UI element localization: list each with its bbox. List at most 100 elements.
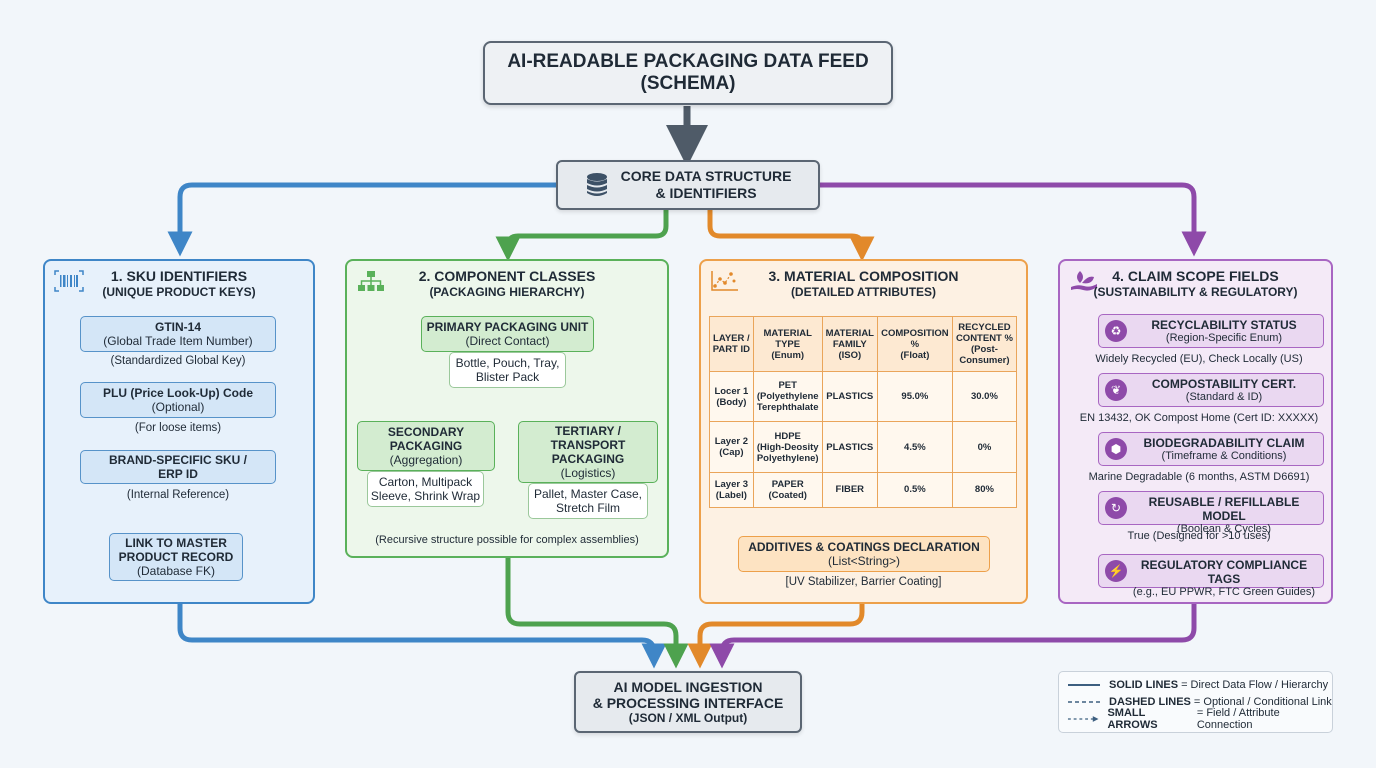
tertiary-examples-line2: Stretch Film xyxy=(555,501,620,515)
ingestion-line3: (JSON / XML Output) xyxy=(628,711,748,725)
plu-desc: (Optional) xyxy=(151,400,205,414)
dashed-line-swatch xyxy=(1068,701,1100,703)
legend-dashed: DASHED LINES= Optional / Conditional Lin… xyxy=(1067,695,1332,709)
row3-recycled: 80% xyxy=(951,471,1018,509)
tertiary-title-line2: TRANSPORT xyxy=(550,438,626,452)
brand-title-line1: BRAND-SPECIFIC SKU / xyxy=(108,453,247,467)
master-record-node: LINK TO MASTER PRODUCT RECORD (Database … xyxy=(109,533,243,581)
tertiary-title-line1: TERTIARY / xyxy=(554,424,621,438)
legend-dashed-text: = Optional / Conditional Link xyxy=(1193,696,1332,708)
brand-sku-node: BRAND-SPECIFIC SKU / ERP ID xyxy=(80,450,276,484)
legend-dashed-key: DASHED LINES xyxy=(1109,696,1191,708)
row2-layer: Layer 2(Cap) xyxy=(709,421,754,473)
core-to-components-line xyxy=(495,210,669,262)
claims-to-ingest-line xyxy=(709,604,1197,669)
table-row: Layer 3(Label) PAPER(Coated) FIBER 0.5% … xyxy=(709,471,1018,509)
header-composition: COMPOSITION%(Float) xyxy=(876,316,953,372)
compostability-node: ❦ COMPOSTABILITY CERT.(Standard & ID) xyxy=(1098,373,1324,407)
material-to-ingest-line xyxy=(687,604,865,669)
ai-ingestion-node: AI MODEL INGESTION & PROCESSING INTERFAC… xyxy=(574,671,802,733)
row2-family: PLASTICS xyxy=(821,421,878,473)
material-panel-subtitle: (DETAILED ATTRIBUTES) xyxy=(790,285,937,299)
secondary-desc: (Aggregation) xyxy=(389,453,463,467)
tertiary-examples: Pallet, Master Case, Stretch Film xyxy=(528,483,648,519)
core-to-sku-line xyxy=(167,182,556,257)
scatter-chart-icon xyxy=(711,271,738,291)
lightning-icon: ⚡ xyxy=(1105,560,1127,582)
barcode-icon xyxy=(54,270,84,292)
core-to-material-line xyxy=(707,210,875,262)
database-icon xyxy=(586,173,607,196)
additives-node: ADDITIVES & COATINGS DECLARATION (List<S… xyxy=(738,536,990,572)
recyclability-title: RECYCLABILITY STATUS xyxy=(1151,318,1297,332)
compostability-value: EN 13432, OK Compost Home (Cert ID: XXXX… xyxy=(1079,412,1319,424)
row1-family: PLASTICS xyxy=(821,370,878,423)
tertiary-examples-line1: Pallet, Master Case, xyxy=(533,487,643,501)
leaf-icon: ❦ xyxy=(1105,379,1127,401)
core-to-claims-line xyxy=(820,182,1207,257)
biodegradability-value: Marine Degradable (6 months, ASTM D6691) xyxy=(1088,471,1310,483)
row1-recycled: 30.0% xyxy=(951,370,1018,423)
claims-panel-subtitle: (SUSTAINABILITY & REGULATORY) xyxy=(1093,285,1298,299)
tertiary-desc: (Logistics) xyxy=(560,466,616,480)
legend-arrow-text: = Field / Attribute Connection xyxy=(1196,707,1280,731)
diagram-title-line1: AI-READABLE PACKAGING DATA FEED xyxy=(507,51,869,72)
sku-to-ingest-line xyxy=(177,604,667,669)
primary-packaging-node: PRIMARY PACKAGING UNIT (Direct Contact) xyxy=(421,316,594,352)
solid-line-swatch xyxy=(1068,684,1100,686)
reusable-title: REUSABLE / REFILLABLE MODEL xyxy=(1148,495,1300,523)
claims-panel-title: 4. CLAIM SCOPE FIELDS xyxy=(1112,268,1279,284)
secondary-title-line2: PACKAGING xyxy=(389,439,463,453)
primary-examples-line2: Blister Pack xyxy=(475,370,540,384)
plu-title: PLU (Price Look-Up) Code xyxy=(102,386,253,400)
regulatory-desc: (e.g., EU PPWR, FTC Green Guides) xyxy=(1132,586,1316,598)
cube-icon: ⬢ xyxy=(1105,438,1127,460)
primary-examples: Bottle, Pouch, Tray, Blister Pack xyxy=(449,352,566,388)
diagram-title-line2: (SCHEMA) xyxy=(640,73,736,94)
row3-composition: 0.5% xyxy=(876,471,953,509)
leaf-hand-icon xyxy=(1071,271,1097,291)
biodegradability-desc: (Timeframe & Conditions) xyxy=(1161,450,1287,462)
refresh-icon: ↻ xyxy=(1105,497,1127,519)
row2-recycled: 0% xyxy=(951,421,1018,473)
reusable-node: ↻ REUSABLE / REFILLABLE MODEL(Boolean & … xyxy=(1098,491,1324,535)
secondary-title-line1: SECONDARY xyxy=(387,425,465,439)
regulatory-title: REGULATORY COMPLIANCE TAGS xyxy=(1140,558,1308,586)
plu-code-node: PLU (Price Look-Up) Code (Optional) xyxy=(80,382,276,418)
gtin-title: GTIN-14 xyxy=(154,320,201,334)
secondary-examples: Carton, Multipack Sleeve, Shrink Wrap xyxy=(367,471,484,507)
regulatory-node: ⚡ REGULATORY COMPLIANCE TAGS(e.g., EU PP… xyxy=(1098,554,1324,598)
row1-composition: 95.0% xyxy=(876,370,953,423)
material-panel-title: 3. MATERIAL COMPOSITION xyxy=(768,268,959,284)
additives-title: ADDITIVES & COATINGS DECLARATION xyxy=(748,540,980,554)
row1-layer: Locer 1(Body) xyxy=(709,370,754,423)
components-to-ingest-line xyxy=(505,558,689,669)
secondary-packaging-node: SECONDARY PACKAGING (Aggregation) xyxy=(357,421,495,471)
components-panel-subtitle: (PACKAGING HIERARCHY) xyxy=(429,285,585,299)
gtin-note: (Standardized Global Key) xyxy=(110,355,246,367)
core-data-structure-node: CORE DATA STRUCTURE & IDENTIFIERS xyxy=(556,160,820,210)
sku-panel-title: 1. SKU IDENTIFIERS xyxy=(110,268,248,284)
master-desc: (Database FK) xyxy=(136,564,216,578)
diagram-title: AI-READABLE PACKAGING DATA FEED (SCHEMA) xyxy=(483,41,893,105)
header-layer: LAYER /PART ID xyxy=(709,316,754,372)
additives-desc: (List<String>) xyxy=(827,554,901,568)
brand-note: (Internal Reference) xyxy=(126,489,230,501)
biodegradability-node: ⬢ BIODEGRADABILITY CLAIM(Timeframe & Con… xyxy=(1098,432,1324,466)
recyclability-node: ♻ RECYCLABILITY STATUS(Region-Specific E… xyxy=(1098,314,1324,348)
legend-arrow-key: SMALL ARROWS xyxy=(1107,707,1158,731)
gtin-14-node: GTIN-14 (Global Trade Item Number) xyxy=(80,316,276,352)
gtin-desc: (Global Trade Item Number) xyxy=(103,334,253,348)
primary-desc: (Direct Contact) xyxy=(465,334,550,348)
secondary-examples-line2: Sleeve, Shrink Wrap xyxy=(370,489,481,503)
legend-arrow: SMALL ARROWS = Field / Attribute Connecti… xyxy=(1067,707,1332,731)
components-panel-title: 2. COMPONENT CLASSES xyxy=(418,268,596,284)
master-title-line1: LINK TO MASTER xyxy=(125,536,227,550)
